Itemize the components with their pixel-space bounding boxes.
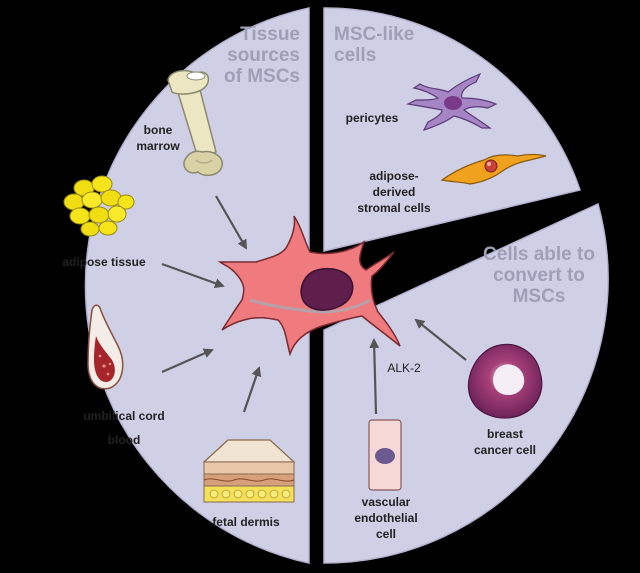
header-line: convert to <box>493 265 585 286</box>
label-pericytes: pericytes <box>332 110 412 126</box>
cancer-cell-icon <box>467 343 543 419</box>
header-line: of MSCs <box>224 66 300 87</box>
label-line: cancer cell <box>473 443 537 457</box>
label-umbilical-cord-blood: umbilical cord blood <box>66 404 182 452</box>
label-line: endothelial <box>354 511 418 525</box>
sector-tissue-sources <box>84 7 310 564</box>
label-line: adipose tissue <box>62 255 146 269</box>
label-line: adipose- <box>369 169 419 183</box>
label-alk2: ALK-2 <box>387 361 421 375</box>
skin-section-icon <box>202 439 296 503</box>
label-line: derived <box>372 185 416 199</box>
arrow-endothelial-to-msc <box>369 338 380 415</box>
arrow-dermis-to-msc <box>242 366 262 413</box>
label-line: fetal dermis <box>212 515 280 529</box>
header-tissue-sources: Tissue sources of MSCs <box>192 24 300 87</box>
label-line: stromal cells <box>357 201 431 215</box>
header-line: sources <box>227 45 300 66</box>
pericyte-icon <box>406 72 498 132</box>
label-line: cell <box>375 527 396 541</box>
label-bone-marrow: bone marrow <box>126 122 190 154</box>
bone-icon <box>167 69 223 177</box>
header-msc-like-cells: MSC-like cells <box>334 24 434 66</box>
label-line: bone <box>143 123 173 137</box>
label-line: vascular <box>361 495 411 509</box>
header-line: MSCs <box>512 286 566 307</box>
label-line: pericytes <box>345 111 399 125</box>
header-line: Cells able to <box>483 244 595 265</box>
label-adipose-tissue: adipose tissue <box>46 254 162 270</box>
header-line: Tissue <box>240 24 300 45</box>
arrows <box>161 195 467 415</box>
label-line: umbilical cord <box>83 409 165 423</box>
stromal-cell-icon <box>440 153 547 185</box>
arrow-cancer-to-msc <box>414 318 467 361</box>
label-line: breast <box>486 427 524 441</box>
label-breast-cancer-cell: breast cancer cell <box>460 426 550 458</box>
adipocyte-cluster-icon <box>63 175 135 237</box>
header-line: MSC-like <box>334 24 415 45</box>
label-adipose-derived-stromal-cells: adipose- derived stromal cells <box>344 168 444 216</box>
label-vascular-endothelial-cell: vascular endothelial cell <box>350 494 422 542</box>
msc-cell-icon <box>217 215 401 357</box>
umbilical-cord-icon <box>87 304 124 390</box>
header-line: cells <box>334 45 377 66</box>
header-convertible-cells: Cells able to convert to MSCs <box>474 244 604 307</box>
endothelial-cell-icon <box>368 419 402 491</box>
label-line: marrow <box>136 139 180 153</box>
label-line: blood <box>107 433 141 447</box>
label-fetal-dermis: fetal dermis <box>194 514 298 530</box>
arrow-cord-to-msc <box>161 348 214 374</box>
arrow-bone-to-msc <box>215 195 247 250</box>
arrow-adipose-to-msc <box>161 262 225 288</box>
sector-msc-like-cells <box>323 7 581 252</box>
